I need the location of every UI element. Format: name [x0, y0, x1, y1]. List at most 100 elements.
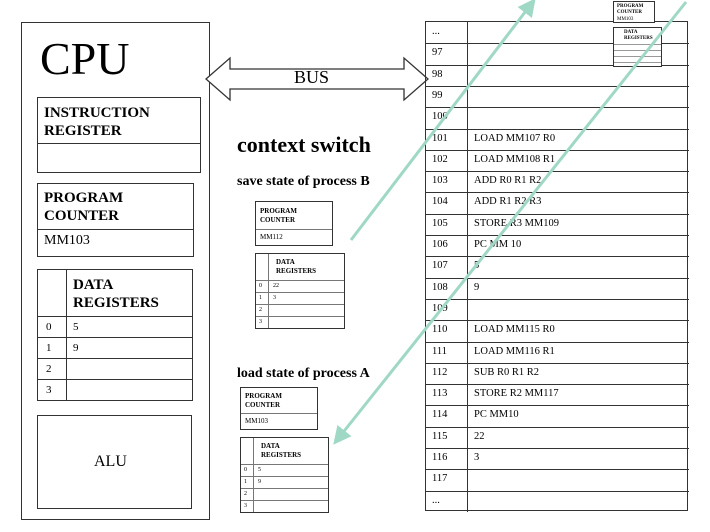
loaded-data-registers: DATA REGISTERS 0 5 1 9 2 3 [240, 437, 329, 513]
register-index: 0 [244, 467, 247, 473]
load-state-heading: load state of process A [237, 366, 370, 381]
corner-pc-label-1: PROGRAM [617, 4, 644, 9]
memory-content: ADD R0 R1 R2 [474, 175, 542, 187]
memory-address: 102 [432, 153, 448, 165]
memory-row: 98 [426, 65, 689, 87]
memory-content: 9 [474, 281, 480, 293]
memory-row: 117 [426, 469, 689, 492]
saved-dr-index-column [268, 254, 269, 328]
memory-address-divider [467, 22, 468, 512]
memory-content: ADD R1 R2 R3 [474, 196, 542, 208]
saved-program-counter: PROGRAM COUNTER MM112 [255, 201, 333, 246]
register-index: 3 [244, 503, 247, 509]
memory-address: ... [432, 494, 440, 506]
loaded-pc-divider [241, 413, 317, 414]
memory-content: PC MM 10 [474, 239, 522, 251]
memory-address: 108 [432, 281, 448, 293]
loaded-dr-label-1: DATA [261, 442, 280, 450]
register-row: 2 [38, 358, 192, 379]
loaded-register-row: 0 5 [241, 464, 328, 476]
register-index: 1 [46, 342, 52, 354]
bus-arrow-shape [205, 56, 429, 102]
register-value: 22 [273, 283, 279, 289]
bus-label: BUS [294, 67, 330, 87]
saved-data-registers: DATA REGISTERS 0 22 1 3 2 3 [255, 253, 345, 329]
memory-address: ... [432, 26, 440, 37]
cpu-block [21, 22, 210, 520]
memory-address: 112 [432, 366, 448, 378]
register-value: 5 [73, 321, 79, 333]
saved-pc-divider [256, 229, 332, 230]
memory-content: 3 [474, 452, 480, 464]
memory-address: 114 [432, 409, 448, 421]
memory-address: 98 [432, 68, 443, 80]
program-counter-label-2: COUNTER [44, 208, 120, 224]
corner-dr-row [614, 50, 661, 51]
memory-content: LOAD MM115 R0 [474, 324, 555, 336]
register-index: 3 [46, 384, 52, 396]
register-value: 3 [273, 295, 276, 301]
corner-dr-label-1: DATA [624, 30, 638, 35]
corner-dr-label-2: REGISTERS [624, 36, 653, 41]
memory-row: 97 [426, 43, 689, 66]
corner-data-registers: DATA REGISTERS [613, 27, 662, 67]
memory-content: STORE R3 MM109 [474, 217, 559, 229]
memory-content: 22 [474, 430, 485, 442]
loaded-pc-label-1: PROGRAM [245, 392, 282, 400]
memory-address: 105 [432, 217, 448, 229]
saved-pc-label-1: PROGRAM [260, 207, 297, 215]
loaded-register-row: 2 [241, 488, 328, 500]
register-row: 1 9 [38, 337, 192, 358]
saved-pc-value: MM112 [260, 233, 283, 241]
context-switch-heading: context switch [237, 132, 371, 157]
register-index: 2 [244, 491, 247, 497]
memory-row: ... [426, 22, 689, 45]
save-state-heading: save state of process B [237, 174, 370, 189]
memory-address: 100 [432, 111, 448, 123]
memory-address: 116 [432, 452, 448, 464]
register-index: 3 [259, 319, 262, 325]
data-registers-label-1: DATA [73, 277, 114, 293]
memory-address: 104 [432, 196, 448, 208]
loaded-register-row: 1 9 [241, 476, 328, 488]
saved-register-row: 1 3 [256, 292, 344, 304]
alu-label: ALU [94, 453, 127, 470]
memory-content: LOAD MM108 R1 [474, 153, 556, 165]
instruction-register-divider [38, 143, 200, 144]
data-registers-label-2: REGISTERS [73, 295, 159, 311]
cpu-title: CPU [40, 33, 130, 84]
register-value: 9 [73, 342, 79, 354]
memory-address: 110 [432, 324, 448, 336]
memory-address: 109 [432, 302, 448, 314]
register-index: 1 [259, 295, 262, 301]
loaded-pc-value: MM103 [245, 417, 268, 425]
memory-content: LOAD MM116 R1 [474, 345, 555, 357]
memory-row: 109 [426, 299, 689, 322]
memory-address: 117 [432, 473, 448, 485]
corner-dr-row [614, 56, 661, 57]
program-counter-value: MM103 [44, 233, 90, 248]
bus-arrow [205, 56, 429, 102]
memory-address: 103 [432, 175, 448, 187]
memory-row: 100 [426, 107, 689, 130]
program-counter-label-1: PROGRAM [44, 190, 124, 206]
corner-program-counter: PROGRAM COUNTER MM103 [613, 1, 655, 23]
save-arrow [349, 0, 536, 241]
instruction-register-label-1: INSTRUCTION [44, 105, 150, 121]
saved-pc-label-2: COUNTER [260, 216, 296, 224]
saved-dr-label-2: REGISTERS [276, 267, 317, 275]
memory-row: 99 [426, 86, 689, 109]
register-value: 9 [258, 479, 261, 485]
register-index: 0 [46, 321, 52, 333]
register-row: 0 5 [38, 316, 192, 337]
memory-address: 111 [432, 345, 447, 357]
memory-address: 101 [432, 132, 448, 144]
memory-address: 113 [432, 388, 448, 400]
instruction-register: INSTRUCTION REGISTER [37, 97, 201, 173]
